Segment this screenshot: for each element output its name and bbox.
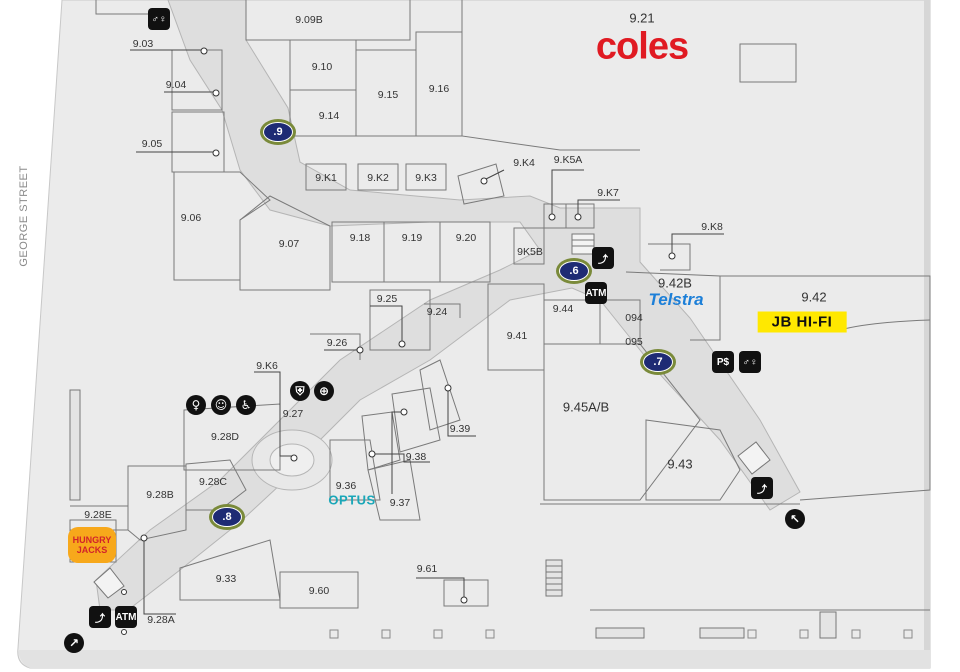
columns	[329, 629, 913, 639]
unit-label: 9.42	[801, 289, 827, 305]
unit-label: 9.45A/B	[562, 399, 610, 415]
unit-label: 9.07	[278, 238, 300, 250]
unit-label: 9.28A	[147, 614, 175, 626]
unit-label: 9.24	[426, 306, 448, 318]
unit-label: 9.41	[506, 330, 528, 342]
zone-badge-8[interactable]: .8	[209, 504, 245, 530]
hungry-jacks-logo: HUNGRY JACKS	[68, 527, 116, 563]
street-name: GEORGE STREET	[18, 165, 30, 267]
unit-label: 9.43	[667, 456, 693, 472]
unit-label: 9.20	[455, 232, 477, 244]
unit-label: 9.16	[428, 83, 450, 95]
baby-change-icon[interactable]: ☺	[211, 395, 231, 415]
floor-edge	[924, 0, 930, 668]
unit-label: 9.28E	[84, 509, 112, 521]
leader-lines	[130, 49, 724, 615]
unit-label: 9.03	[132, 38, 154, 50]
arrow-icon[interactable]: ↗	[64, 633, 84, 653]
parking-payment-icon[interactable]: P$	[712, 351, 734, 373]
unit-label: 9.K3	[415, 172, 437, 184]
unit-label: 9.21	[629, 10, 655, 26]
unit-label: 9.28D	[210, 431, 240, 443]
unit-label: 9.44	[552, 303, 574, 315]
unit-label: 9K5B	[517, 246, 543, 258]
zone-badge-label: .8	[212, 507, 242, 527]
zone-badge-label: .6	[559, 261, 589, 281]
unit-label: 9.K1	[315, 172, 337, 184]
unit-label: 9.42B	[658, 275, 692, 291]
unit-label: 9.39	[449, 423, 471, 435]
toilet-icon[interactable]: ♂♀	[739, 351, 761, 373]
zone-badge-label: .9	[263, 122, 293, 142]
unit-label: 9.33	[215, 573, 237, 585]
unit-label: 9.K2	[367, 172, 389, 184]
unit-label: 9.15	[377, 89, 399, 101]
unit-label: 9.K5A	[553, 154, 583, 166]
leader-dots	[121, 47, 676, 635]
zone-badge-9[interactable]: .9	[260, 119, 296, 145]
unit-label: 9.K8	[701, 221, 723, 233]
zone-badge-label: .7	[643, 352, 673, 372]
telstra-logo: Telstra	[648, 290, 704, 309]
arrow-icon[interactable]: ↖	[785, 509, 805, 529]
hungry-jacks-line2: JACKS	[76, 545, 108, 555]
toilet-icon[interactable]: ♂♀	[148, 8, 170, 30]
unit-label: 9.14	[318, 110, 340, 122]
unit-label: 9.28B	[146, 489, 174, 501]
unit-label: 9.26	[326, 337, 348, 349]
unit-label: 9.06	[180, 212, 202, 224]
unit-label: 9.K6	[256, 360, 278, 372]
unit-label: 9.60	[308, 585, 330, 597]
atm-icon[interactable]: ATM	[115, 606, 137, 628]
tenant-outlines	[69, 0, 931, 611]
unit-label: 9.09B	[295, 14, 323, 26]
unit-label: 9.38	[405, 451, 427, 463]
unit-label: 095	[625, 336, 643, 348]
escalators	[93, 233, 771, 599]
walkways	[95, 0, 801, 611]
zone-badge-7[interactable]: .7	[640, 349, 676, 375]
unit-label: 094	[625, 312, 643, 324]
unit-label: 9.61	[416, 563, 438, 575]
optus-logo: OPTUS	[328, 492, 376, 508]
info-icon[interactable]: ⊕	[314, 381, 334, 401]
escalator-icon[interactable]: ⤴	[89, 606, 111, 628]
jbhifi-logo: JB HI-FI	[757, 311, 847, 333]
unit-label: 9.10	[311, 61, 333, 73]
stairs	[69, 389, 837, 639]
unit-label: 9.04	[165, 79, 187, 91]
hungry-jacks-line1: HUNGRY	[72, 535, 112, 545]
unit-label: 9.K4	[513, 157, 535, 169]
accessible-icon[interactable]: ♿	[236, 395, 256, 415]
security-icon[interactable]: ⛨	[290, 381, 310, 401]
unit-label: 9.K7	[597, 187, 619, 199]
atm-icon[interactable]: ATM	[585, 282, 607, 304]
zone-badge-6[interactable]: .6	[556, 258, 592, 284]
unit-label: 9.27	[282, 408, 304, 420]
unit-label: 9.19	[401, 232, 423, 244]
unit-label: 9.05	[141, 138, 163, 150]
coles-logo: coles	[595, 25, 689, 68]
unit-label: 9.28C	[198, 476, 228, 488]
escalator-icon[interactable]: ⤴	[751, 477, 773, 499]
unit-label: 9.25	[376, 293, 398, 305]
unit-label: 9.18	[349, 232, 371, 244]
toilet-icon[interactable]: ♀	[186, 395, 206, 415]
unit-label: 9.36	[335, 480, 357, 492]
street-strip	[18, 650, 930, 668]
escalator-icon[interactable]: ⤴	[592, 247, 614, 269]
unit-label: 9.37	[389, 497, 411, 509]
